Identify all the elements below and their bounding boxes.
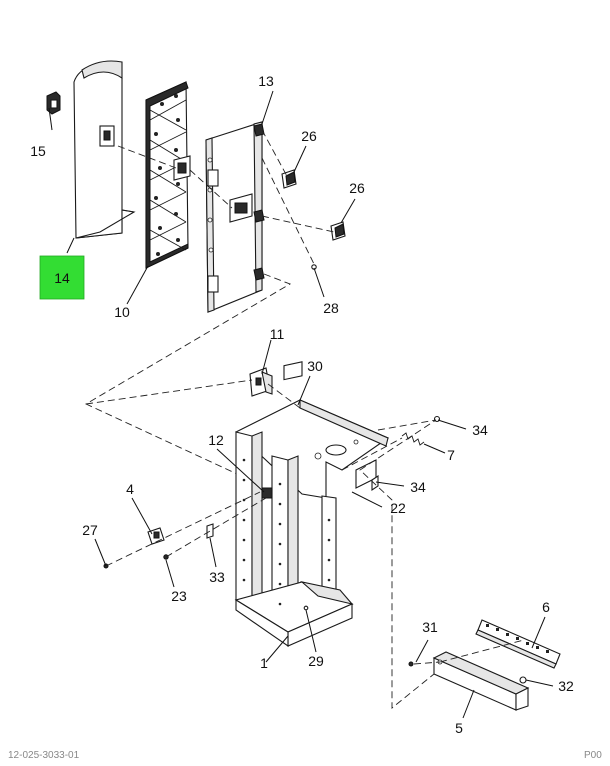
part-5-bracket-plate [432,651,530,711]
part-6-rail [475,619,561,669]
part-10-mesh-panel [145,81,191,269]
callout-14[interactable]: 14 [54,270,70,286]
part-7-spring [401,432,425,446]
callout-10[interactable]: 10 [114,304,130,320]
part-13-mounting-plate [205,121,265,313]
callout-15[interactable]: 15 [30,143,46,159]
part-32-nut [519,676,527,684]
callout-34-lower[interactable]: 34 [410,479,426,495]
part-26-grommet-lower [330,221,346,241]
callout-labels: 13 15 14 10 26 26 28 11 30 34 7 34 22 12… [30,73,574,736]
callout-4[interactable]: 4 [126,481,134,497]
callout-7[interactable]: 7 [447,447,455,463]
callout-23[interactable]: 23 [171,588,187,604]
part-33-washer [206,523,214,539]
callout-34-upper[interactable]: 34 [472,422,488,438]
callout-30[interactable]: 30 [307,358,323,374]
part-11-bracket [249,367,273,397]
part-14-cover-panel [73,60,136,239]
callout-27[interactable]: 27 [82,522,98,538]
part-34-screw-lower [371,474,379,492]
callout-6[interactable]: 6 [542,599,550,615]
part-15-clip [46,91,61,115]
callout-12[interactable]: 12 [208,432,224,448]
part-31-screw [408,661,414,667]
callout-13[interactable]: 13 [258,73,274,89]
callout-11[interactable]: 11 [270,326,285,342]
callout-leaders [48,90,554,719]
callout-22[interactable]: 22 [390,500,406,516]
callout-26-lower[interactable]: 26 [349,180,365,196]
callout-1[interactable]: 1 [260,655,268,671]
lower-assembly-lines [85,379,525,709]
part-26-grommet-upper [281,169,297,189]
footer-left: 12-025-3033-01 [8,750,80,761]
callout-31[interactable]: 31 [422,619,438,635]
upper-assembly-lines [85,129,335,481]
footer-right: P00 [584,750,602,761]
highlight-box [39,255,85,300]
callout-5[interactable]: 5 [455,720,463,736]
part-29-pin [303,605,309,611]
callout-28[interactable]: 28 [323,300,339,316]
callout-29[interactable]: 29 [308,653,324,669]
callout-26-upper[interactable]: 26 [301,128,317,144]
callout-32[interactable]: 32 [558,678,574,694]
callout-33[interactable]: 33 [209,569,225,585]
part-1-main-frame [234,361,390,648]
